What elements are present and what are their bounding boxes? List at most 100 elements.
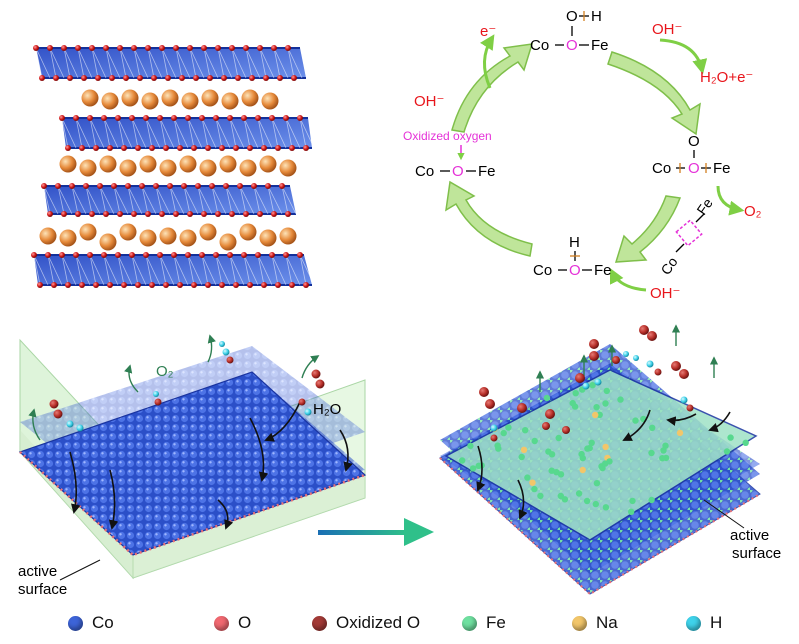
- sodium-atom: [79, 223, 97, 241]
- oxygen-atom: [121, 282, 127, 288]
- oxygen-atom: [159, 45, 165, 51]
- fe-site: [584, 445, 591, 452]
- oxygen-atom: [185, 115, 191, 121]
- intermediate-top: Co O Fe O H: [530, 8, 609, 54]
- label-hydroxide-right: OH⁻: [652, 21, 682, 38]
- arrow-e-release: [480, 34, 495, 89]
- atom-co: Co: [530, 37, 549, 54]
- oxygen-atom: [101, 252, 107, 258]
- oxygen-atom: [69, 183, 75, 189]
- oxygen-atom: [221, 75, 227, 81]
- oxygen-atom: [95, 75, 101, 81]
- oxygen-atom: [115, 115, 121, 121]
- oxygen-atom: [223, 183, 229, 189]
- label-hydroxide-bottom: OH⁻: [650, 285, 680, 302]
- oxygen-atom: [215, 211, 221, 217]
- oxygen-atom: [45, 252, 51, 258]
- fe-site: [596, 411, 603, 418]
- oxygen-atom: [173, 45, 179, 51]
- oxygen-atom: [283, 252, 289, 258]
- atom-h: H: [591, 8, 602, 25]
- fe-site: [662, 442, 669, 449]
- oxygen-atom: [81, 75, 87, 81]
- oxygen-atom: [121, 145, 127, 151]
- oxygen-atom: [157, 115, 163, 121]
- oxygen-atom: [201, 211, 207, 217]
- legend-label: Oxidized O: [336, 613, 421, 632]
- oxygen-atom: [157, 252, 163, 258]
- fe-site: [727, 434, 734, 441]
- atom-o: O: [566, 37, 578, 54]
- label-o2-pristine: O₂: [156, 363, 174, 380]
- oxygen-atom: [117, 211, 123, 217]
- label-water-electron: H₂O+e⁻: [700, 69, 753, 86]
- oxygen-atom: [97, 183, 103, 189]
- oxygen-atom: [75, 211, 81, 217]
- oxygen-atom: [93, 145, 99, 151]
- fe-site: [469, 465, 477, 472]
- oxygen-atom: [229, 45, 235, 51]
- sodium-atom: [239, 223, 257, 241]
- oxygen-atom: [67, 75, 73, 81]
- fe-site: [632, 417, 639, 424]
- oxygen-atom: [37, 282, 43, 288]
- oxygen-atom: [255, 252, 261, 258]
- atom-co: Co: [657, 254, 680, 278]
- oxygen-atom: [107, 145, 113, 151]
- sodium-atom: [159, 159, 177, 177]
- sodium-atom: [219, 233, 237, 251]
- sodium-atom: [179, 229, 197, 247]
- fe-site: [659, 455, 666, 462]
- oxygen-atom: [53, 75, 59, 81]
- oxygen-atom: [107, 282, 113, 288]
- oxygen-atom: [285, 211, 291, 217]
- oxygen-atom: [205, 282, 211, 288]
- legend-label: Na: [596, 613, 618, 632]
- fe-site: [588, 439, 595, 446]
- oxygen-atom: [123, 75, 129, 81]
- oxygen-atom: [205, 145, 211, 151]
- oxygen-atom: [143, 252, 149, 258]
- oxygen-atom: [177, 282, 183, 288]
- legend-item: O: [214, 612, 251, 634]
- oxygen-atom: [59, 252, 65, 258]
- legend-swatch: [686, 615, 701, 631]
- sodium-atom: [99, 233, 117, 251]
- oxygen-atom: [261, 282, 267, 288]
- oxygen-atom: [241, 115, 247, 121]
- co-layer-3: [44, 185, 296, 215]
- oxygen-atom: [103, 211, 109, 217]
- legend-swatch: [214, 615, 229, 631]
- legend-swatch: [572, 615, 587, 631]
- oxygen-atom: [145, 45, 151, 51]
- oxygen-atom: [289, 282, 295, 288]
- fe-site: [589, 382, 596, 389]
- oxygen-atom: [233, 145, 239, 151]
- atom-o: O: [569, 262, 581, 279]
- sodium-atom: [201, 89, 219, 107]
- oxygen-atom: [151, 75, 157, 81]
- oxygen-atom: [115, 252, 121, 258]
- fe-site: [518, 453, 525, 461]
- label-h2o-pristine: H₂O: [313, 401, 341, 418]
- oxygen-atom: [101, 115, 107, 121]
- atom-h: H: [569, 234, 580, 251]
- arrow-oh-in-right: [659, 38, 708, 75]
- oxygen-atom: [207, 75, 213, 81]
- oxygen-atom: [135, 282, 141, 288]
- oxygen-atom: [193, 75, 199, 81]
- oxygen-atom: [145, 211, 151, 217]
- intermediate-bottom: Co O Fe H: [533, 234, 612, 279]
- oxygen-atom: [79, 145, 85, 151]
- oxygen-atom: [41, 183, 47, 189]
- oxygen-atom: [131, 45, 137, 51]
- oxygen-atom: [243, 45, 249, 51]
- sodium-atom: [199, 223, 217, 241]
- oxygen-atom: [173, 211, 179, 217]
- transition-arrow: [318, 518, 434, 546]
- oxygen-atom: [271, 211, 277, 217]
- oxygen-atom: [187, 45, 193, 51]
- oxygen-atom: [187, 211, 193, 217]
- fe-site: [569, 399, 576, 407]
